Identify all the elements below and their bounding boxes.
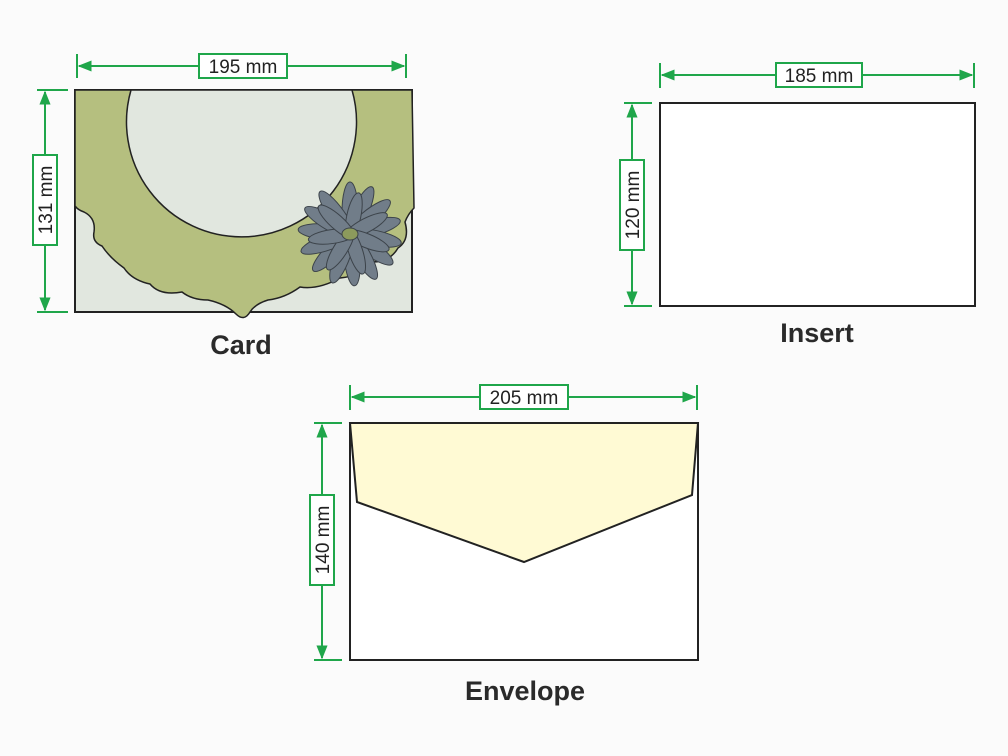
insert-title: Insert <box>780 318 854 348</box>
card-width-dimension <box>76 53 407 79</box>
card-window <box>125 89 358 238</box>
card-height-dimension <box>32 89 68 313</box>
insert-width-dimension <box>659 62 975 88</box>
insert-height-dimension <box>619 102 652 307</box>
envelope-title: Envelope <box>465 676 585 706</box>
envelope-drawing <box>348 422 700 661</box>
envelope-width-label: 205 mm <box>490 388 559 409</box>
envelope-width-dimension <box>349 384 698 410</box>
card-height-label: 131 mm <box>36 166 57 235</box>
flower-center <box>341 227 359 241</box>
envelope-height-dimension <box>309 422 342 661</box>
envelope-height-label: 140 mm <box>313 506 334 575</box>
envelope-flap <box>348 422 700 564</box>
insert-width-label: 185 mm <box>785 66 854 87</box>
flower-decoration <box>297 181 402 287</box>
card-width-label: 195 mm <box>209 57 278 78</box>
insert-drawing <box>659 102 976 307</box>
insert-height-label: 120 mm <box>623 171 644 240</box>
card-drawing <box>74 89 415 319</box>
card-title: Card <box>210 330 272 360</box>
